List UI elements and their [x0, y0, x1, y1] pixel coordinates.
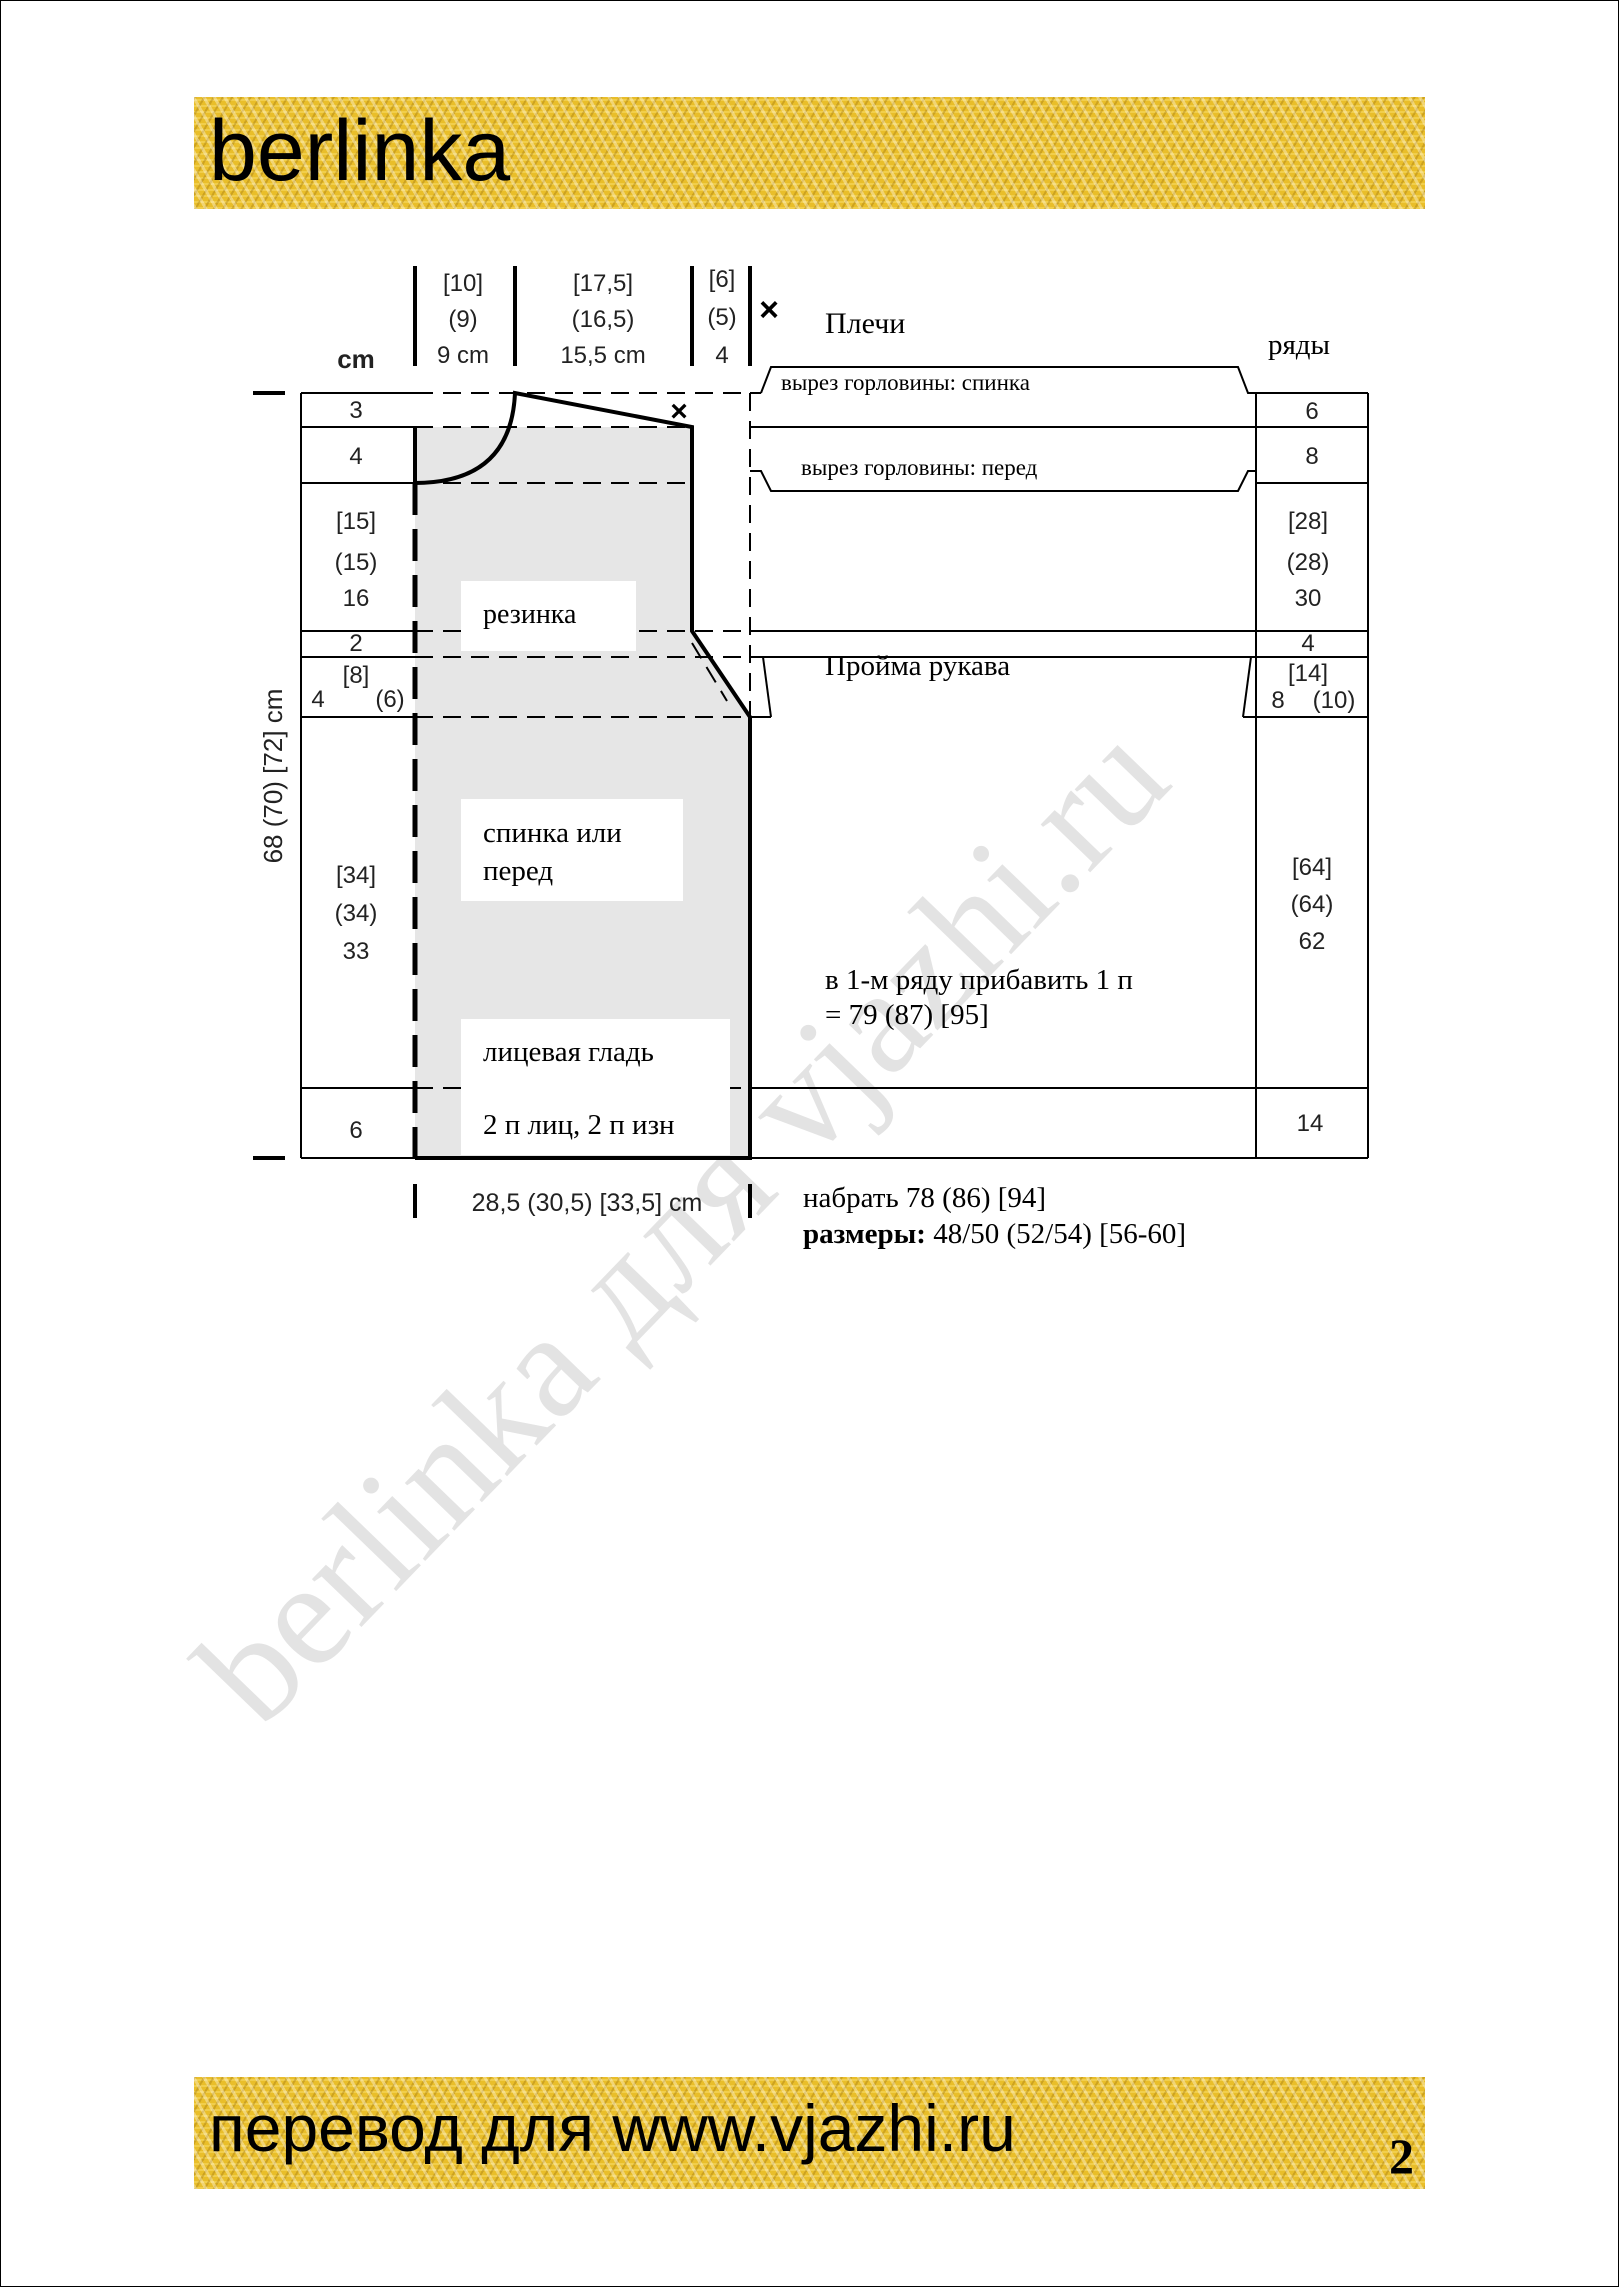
increase-note-line1: в 1-м ряду прибавить 1 п — [825, 964, 1133, 996]
bottom-width-label: 28,5 (30,5) [33,5] cm — [472, 1189, 703, 1217]
cm-row-6c: 33 — [343, 938, 370, 965]
top-width-3-line3: 4 — [715, 342, 728, 369]
cm-row-1: 3 — [349, 397, 362, 424]
height-bracket — [253, 391, 285, 1160]
top-width-1-line3: 9 cm — [437, 342, 489, 369]
rows-unit-label: ряды — [1268, 329, 1330, 361]
rows-row-3c: 30 — [1295, 585, 1322, 612]
top-width-1-line2: (9) — [448, 306, 477, 333]
rows-row-2: 8 — [1305, 443, 1318, 470]
cm-row-4: 2 — [349, 630, 362, 657]
label-boxes — [461, 581, 730, 1155]
rows-row-6c: 62 — [1299, 928, 1326, 955]
rows-row-4: 4 — [1301, 630, 1314, 657]
section-brackets — [750, 366, 1256, 718]
rows-grid — [1255, 392, 1369, 1159]
top-width-2-line3: 15,5 cm — [560, 342, 645, 369]
sizes-value: 48/50 (52/54) [56-60] — [926, 1218, 1186, 1250]
piece-label-line1: спинка или — [483, 817, 622, 849]
page-number: 2 — [1389, 2128, 1414, 2184]
neck-front-label: вырез горловины: перед — [801, 455, 1038, 480]
rows-row-6b: (64) — [1291, 891, 1334, 918]
bottom-width-separators — [413, 1184, 752, 1218]
rows-row-3b: (28) — [1287, 549, 1330, 576]
top-width-2-line1: [17,5] — [573, 270, 633, 297]
brand-title: berlinka — [209, 103, 511, 199]
neck-back-label: вырез горловины: спинка — [781, 370, 1030, 395]
cm-row-6a: [34] — [336, 862, 376, 889]
rows-row-5a: [14] — [1288, 660, 1328, 687]
sizes-line: размеры: 48/50 (52/54) [56-60] — [803, 1218, 1186, 1250]
top-width-2-line2: (16,5) — [572, 306, 635, 333]
cm-row-3b: (15) — [335, 549, 378, 576]
header-banner: berlinka — [194, 97, 1425, 209]
rows-row-7: 14 — [1297, 1110, 1324, 1137]
top-width-separators — [413, 266, 752, 366]
rows-row-6a: [64] — [1292, 854, 1332, 881]
armhole-label: Пройма рукава — [825, 650, 1010, 682]
shoulder-cross-mark-icon: × — [670, 395, 688, 428]
top-width-3-line2: (5) — [707, 304, 736, 331]
increase-note-line2: = 79 (87) [95] — [825, 999, 989, 1031]
total-height-label: 68 (70) [72] cm — [258, 689, 288, 864]
rib-pattern-label: 2 п лиц, 2 п изн — [483, 1109, 675, 1141]
shoulders-label: Плечи — [825, 307, 905, 340]
footer-banner: перевод для www.vjazhi.ru — [194, 2077, 1425, 2189]
stockinette-label: лицевая гладь — [483, 1036, 654, 1068]
cross-mark-icon: × — [759, 291, 779, 329]
cm-row-3c: 16 — [343, 585, 370, 612]
rows-row-5b: 8 — [1271, 687, 1284, 714]
cm-row-6b: (34) — [335, 900, 378, 927]
rows-row-3a: [28] — [1288, 508, 1328, 535]
cm-row-2: 4 — [349, 443, 362, 470]
piece-label-line2: перед — [483, 855, 553, 887]
rows-row-1: 6 — [1305, 398, 1318, 425]
top-width-3-line1: [6] — [709, 266, 736, 293]
sizes-label: размеры: — [803, 1218, 926, 1250]
rows-row-5c: (10) — [1313, 687, 1356, 714]
cm-row-7: 6 — [349, 1117, 362, 1144]
cm-unit-label: cm — [337, 344, 375, 374]
cm-row-3a: [15] — [336, 508, 376, 535]
cm-grid — [300, 392, 415, 1159]
garment-outline — [413, 390, 752, 1160]
cast-on-label: набрать 78 (86) [94] — [803, 1182, 1046, 1214]
top-width-1-line1: [10] — [443, 270, 483, 297]
footer-credit: перевод для www.vjazhi.ru — [209, 2091, 1016, 2165]
rib-label: резинка — [483, 599, 577, 630]
cm-row-5c: (6) — [375, 686, 404, 713]
cm-row-5b: 4 — [311, 686, 324, 713]
cm-row-5a: [8] — [343, 662, 370, 689]
middle-row-lines — [750, 392, 1256, 1159]
